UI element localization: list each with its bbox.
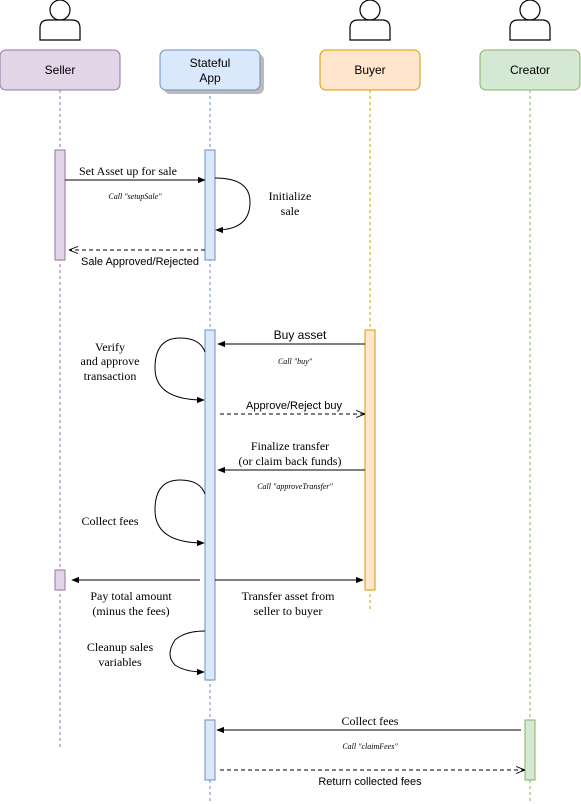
verify-label-3: transaction xyxy=(84,369,137,383)
app-activation-2 xyxy=(204,329,216,681)
pay-label-1: Pay total amount xyxy=(90,589,172,603)
verify-label-2: and approve xyxy=(81,354,140,368)
creator-person-icon xyxy=(509,0,551,41)
finalize-call: Call "approveTransfer" xyxy=(257,482,333,491)
app-label-line1: Stateful xyxy=(190,56,231,70)
initialize-sale-label-1: Initialize xyxy=(269,189,312,203)
buy-asset-call: Call "buy" xyxy=(278,357,313,366)
buyer-label: Buyer xyxy=(354,63,385,77)
finalize-label-2: (or claim back funds) xyxy=(239,454,342,468)
cleanup-label-1: Cleanup sales xyxy=(87,640,154,654)
app-header: Stateful App xyxy=(159,49,264,94)
cleanup-loop xyxy=(169,630,206,676)
app-activation-1 xyxy=(204,149,216,261)
seller-label: Seller xyxy=(45,63,76,77)
creator-activation xyxy=(524,719,536,781)
approve-reject-label: Approve/Reject buy xyxy=(246,400,342,412)
collect-fees-loop xyxy=(154,479,206,547)
cleanup-label-2: variables xyxy=(98,655,142,669)
creator-header: Creator xyxy=(479,49,581,91)
return-fees-label: Return collected fees xyxy=(318,776,422,788)
seller-activation-2 xyxy=(54,569,66,591)
buyer-header: Buyer xyxy=(319,49,421,91)
buyer-activation xyxy=(364,329,376,591)
initialize-sale-label-2: sale xyxy=(281,204,300,218)
creator-label: Creator xyxy=(510,63,550,77)
transfer-label-1: Transfer asset from xyxy=(242,589,336,603)
initialize-sale-loop xyxy=(214,177,251,234)
seller-activation-1 xyxy=(54,149,66,261)
setup-sale-label: Set Asset up for sale xyxy=(79,164,177,178)
verify-loop xyxy=(154,337,206,404)
app-activation-3 xyxy=(204,719,216,781)
sale-result-label: Sale Approved/Rejected xyxy=(81,256,199,268)
seller-person-icon xyxy=(39,0,81,41)
seller-header: Seller xyxy=(0,49,121,91)
setup-sale-call: Call "setupSale" xyxy=(108,192,162,201)
finalize-label-1: Finalize transfer xyxy=(251,439,329,453)
app-label-line2: App xyxy=(199,71,221,85)
pay-label-2: (minus the fees) xyxy=(92,604,169,618)
transfer-label-2: seller to buyer xyxy=(254,604,323,618)
verify-label-1: Verify xyxy=(95,340,125,354)
claim-fees-call: Call "claimFees" xyxy=(342,742,398,751)
collect-fees-label: Collect fees xyxy=(342,714,399,728)
app-person-icon xyxy=(349,0,391,41)
buy-asset-label: Buy asset xyxy=(274,328,327,342)
collect-fees-self-label: Collect fees xyxy=(82,514,139,528)
